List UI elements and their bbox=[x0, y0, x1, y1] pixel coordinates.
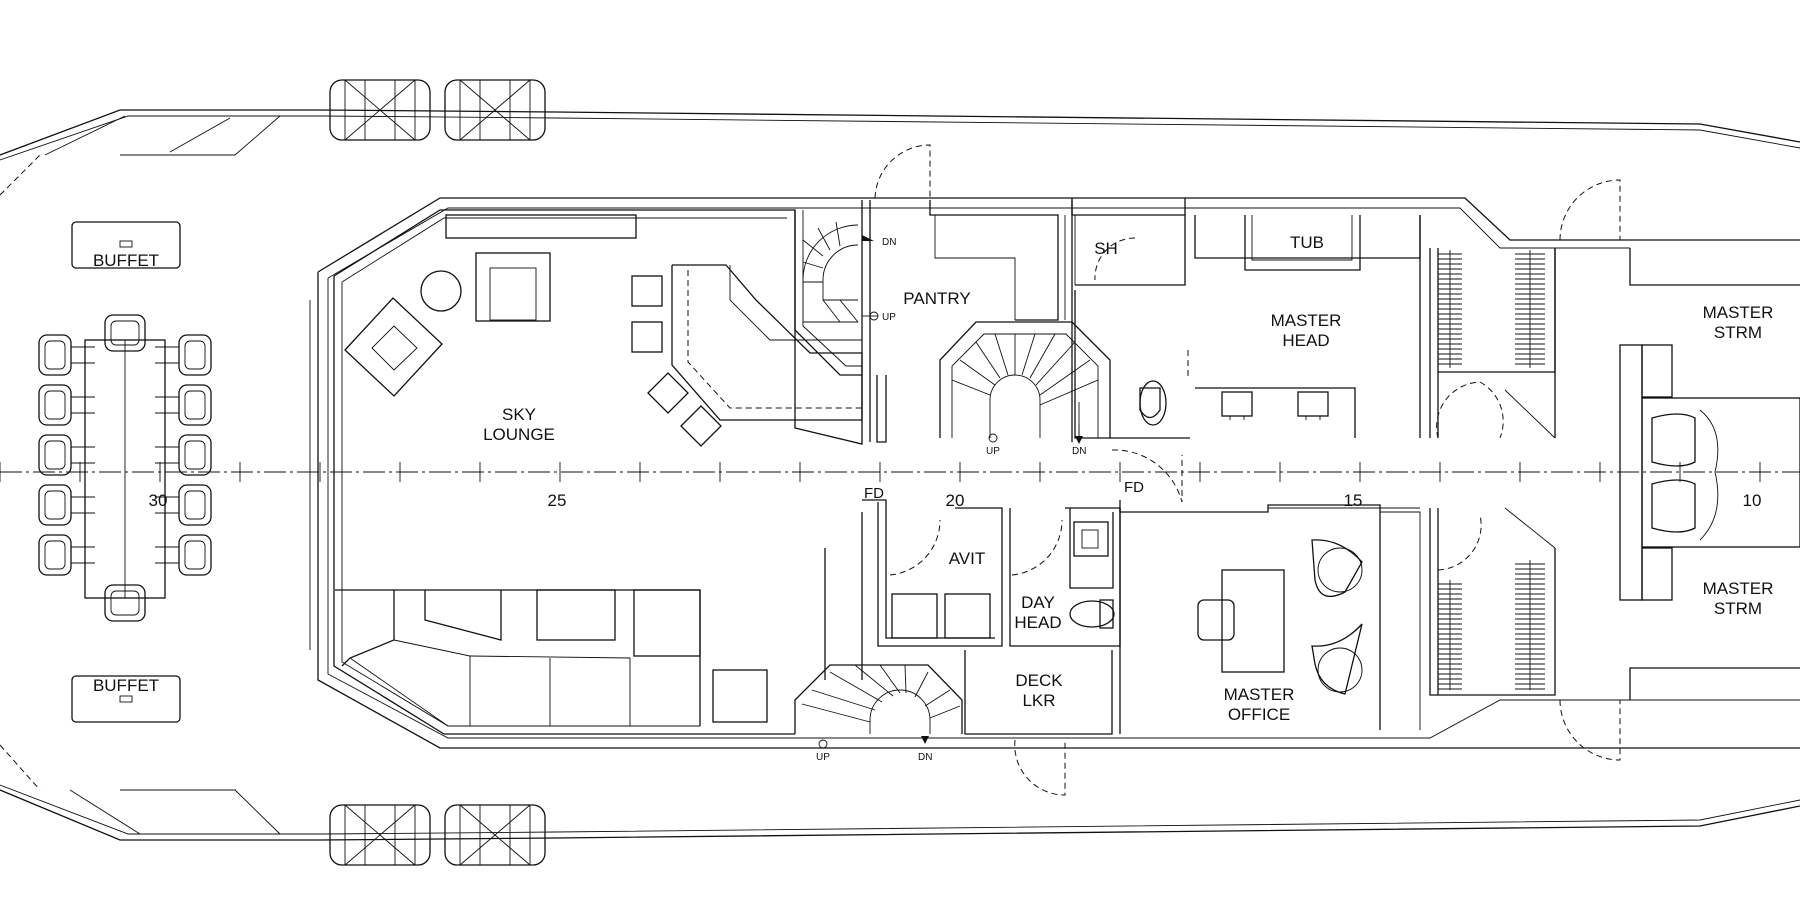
centerline bbox=[0, 462, 1800, 482]
dn-center-stair: DN bbox=[1072, 446, 1086, 457]
master-office-label-line2: OFFICE bbox=[1228, 705, 1290, 724]
life-raft-top-1 bbox=[329, 79, 431, 141]
master-strm-top-label-line2: STRM bbox=[1714, 323, 1762, 342]
life-raft-bottom-2 bbox=[444, 804, 546, 866]
life-raft-top-2 bbox=[444, 79, 546, 141]
port-service-walls bbox=[877, 449, 1183, 796]
center-stair bbox=[939, 321, 1111, 444]
frame-30: 30 bbox=[149, 491, 168, 510]
pantry-door-swing bbox=[874, 144, 931, 199]
master-head-label-line1: MASTER bbox=[1271, 311, 1342, 330]
frame-25: 25 bbox=[548, 491, 567, 510]
fd-left: FD bbox=[864, 485, 884, 502]
up-center-stair: UP bbox=[986, 446, 1000, 457]
master-strm-bottom-label-line2: STRM bbox=[1714, 599, 1762, 618]
pantry-walls bbox=[794, 200, 1073, 443]
avit-label: AVIT bbox=[949, 549, 986, 568]
master-strm-top-label-line1: MASTER bbox=[1703, 303, 1774, 322]
day-head-label-line1: DAY bbox=[1021, 593, 1055, 612]
dining-chair bbox=[38, 384, 95, 426]
dining-chair bbox=[155, 384, 212, 426]
sky-lounge-furniture bbox=[335, 214, 863, 727]
master-head-fixtures bbox=[1139, 380, 1329, 426]
frame-numbers: 30 25 20 15 10 bbox=[149, 491, 1762, 510]
wardrobes bbox=[1429, 179, 1621, 761]
buffet-top-label: BUFFET bbox=[93, 251, 159, 270]
centerline-partitions bbox=[862, 499, 1420, 512]
deck-lkr-label-line2: LKR bbox=[1022, 691, 1055, 710]
dining-table bbox=[38, 314, 212, 622]
hull-outline bbox=[0, 109, 1800, 841]
fd-right: FD bbox=[1124, 479, 1144, 496]
frame-10: 10 bbox=[1743, 491, 1762, 510]
sh-label: SH bbox=[1094, 239, 1118, 258]
dining-chair bbox=[38, 534, 95, 576]
up-aft-stair: UP bbox=[816, 752, 830, 763]
master-office bbox=[1120, 504, 1421, 730]
life-raft-canisters bbox=[329, 79, 546, 866]
deck-lkr-label-line1: DECK bbox=[1015, 671, 1063, 690]
master-head-walls bbox=[1071, 198, 1421, 439]
aft-stair bbox=[794, 664, 963, 749]
dining-chair bbox=[155, 434, 212, 476]
frame-15: 15 bbox=[1344, 491, 1363, 510]
pantry-spiral-stair bbox=[802, 221, 879, 323]
dn-aft-stair: DN bbox=[918, 752, 932, 763]
frame-20: 20 bbox=[946, 491, 965, 510]
sky-lounge-label-line1: SKY bbox=[502, 405, 536, 424]
buffet-bottom-label: BUFFET bbox=[93, 676, 159, 695]
life-raft-bottom-1 bbox=[329, 804, 431, 866]
dining-chair bbox=[38, 334, 95, 376]
dining-chair bbox=[38, 434, 95, 476]
dining-chair bbox=[104, 584, 146, 622]
master-stateroom bbox=[1619, 248, 1800, 700]
master-strm-bottom-label-line1: MASTER bbox=[1703, 579, 1774, 598]
pantry-label: PANTRY bbox=[903, 289, 970, 308]
dining-chair bbox=[155, 484, 212, 526]
dining-chair bbox=[155, 334, 212, 376]
master-head-label-line2: HEAD bbox=[1282, 331, 1329, 350]
dining-chair bbox=[155, 534, 212, 576]
tub-label: TUB bbox=[1290, 233, 1324, 252]
up-pantry-stair: UP bbox=[882, 312, 896, 323]
sky-lounge-label-line2: LOUNGE bbox=[483, 425, 555, 444]
dining-chair bbox=[38, 484, 95, 526]
dn-pantry-stair: DN bbox=[882, 237, 896, 248]
dining-chair bbox=[104, 314, 146, 352]
day-head-label-line2: HEAD bbox=[1014, 613, 1061, 632]
master-office-label-line1: MASTER bbox=[1224, 685, 1295, 704]
buffet-top: BUFFET bbox=[71, 221, 181, 270]
frame-ticks bbox=[0, 462, 1761, 482]
buffet-bottom: BUFFET bbox=[71, 675, 181, 723]
